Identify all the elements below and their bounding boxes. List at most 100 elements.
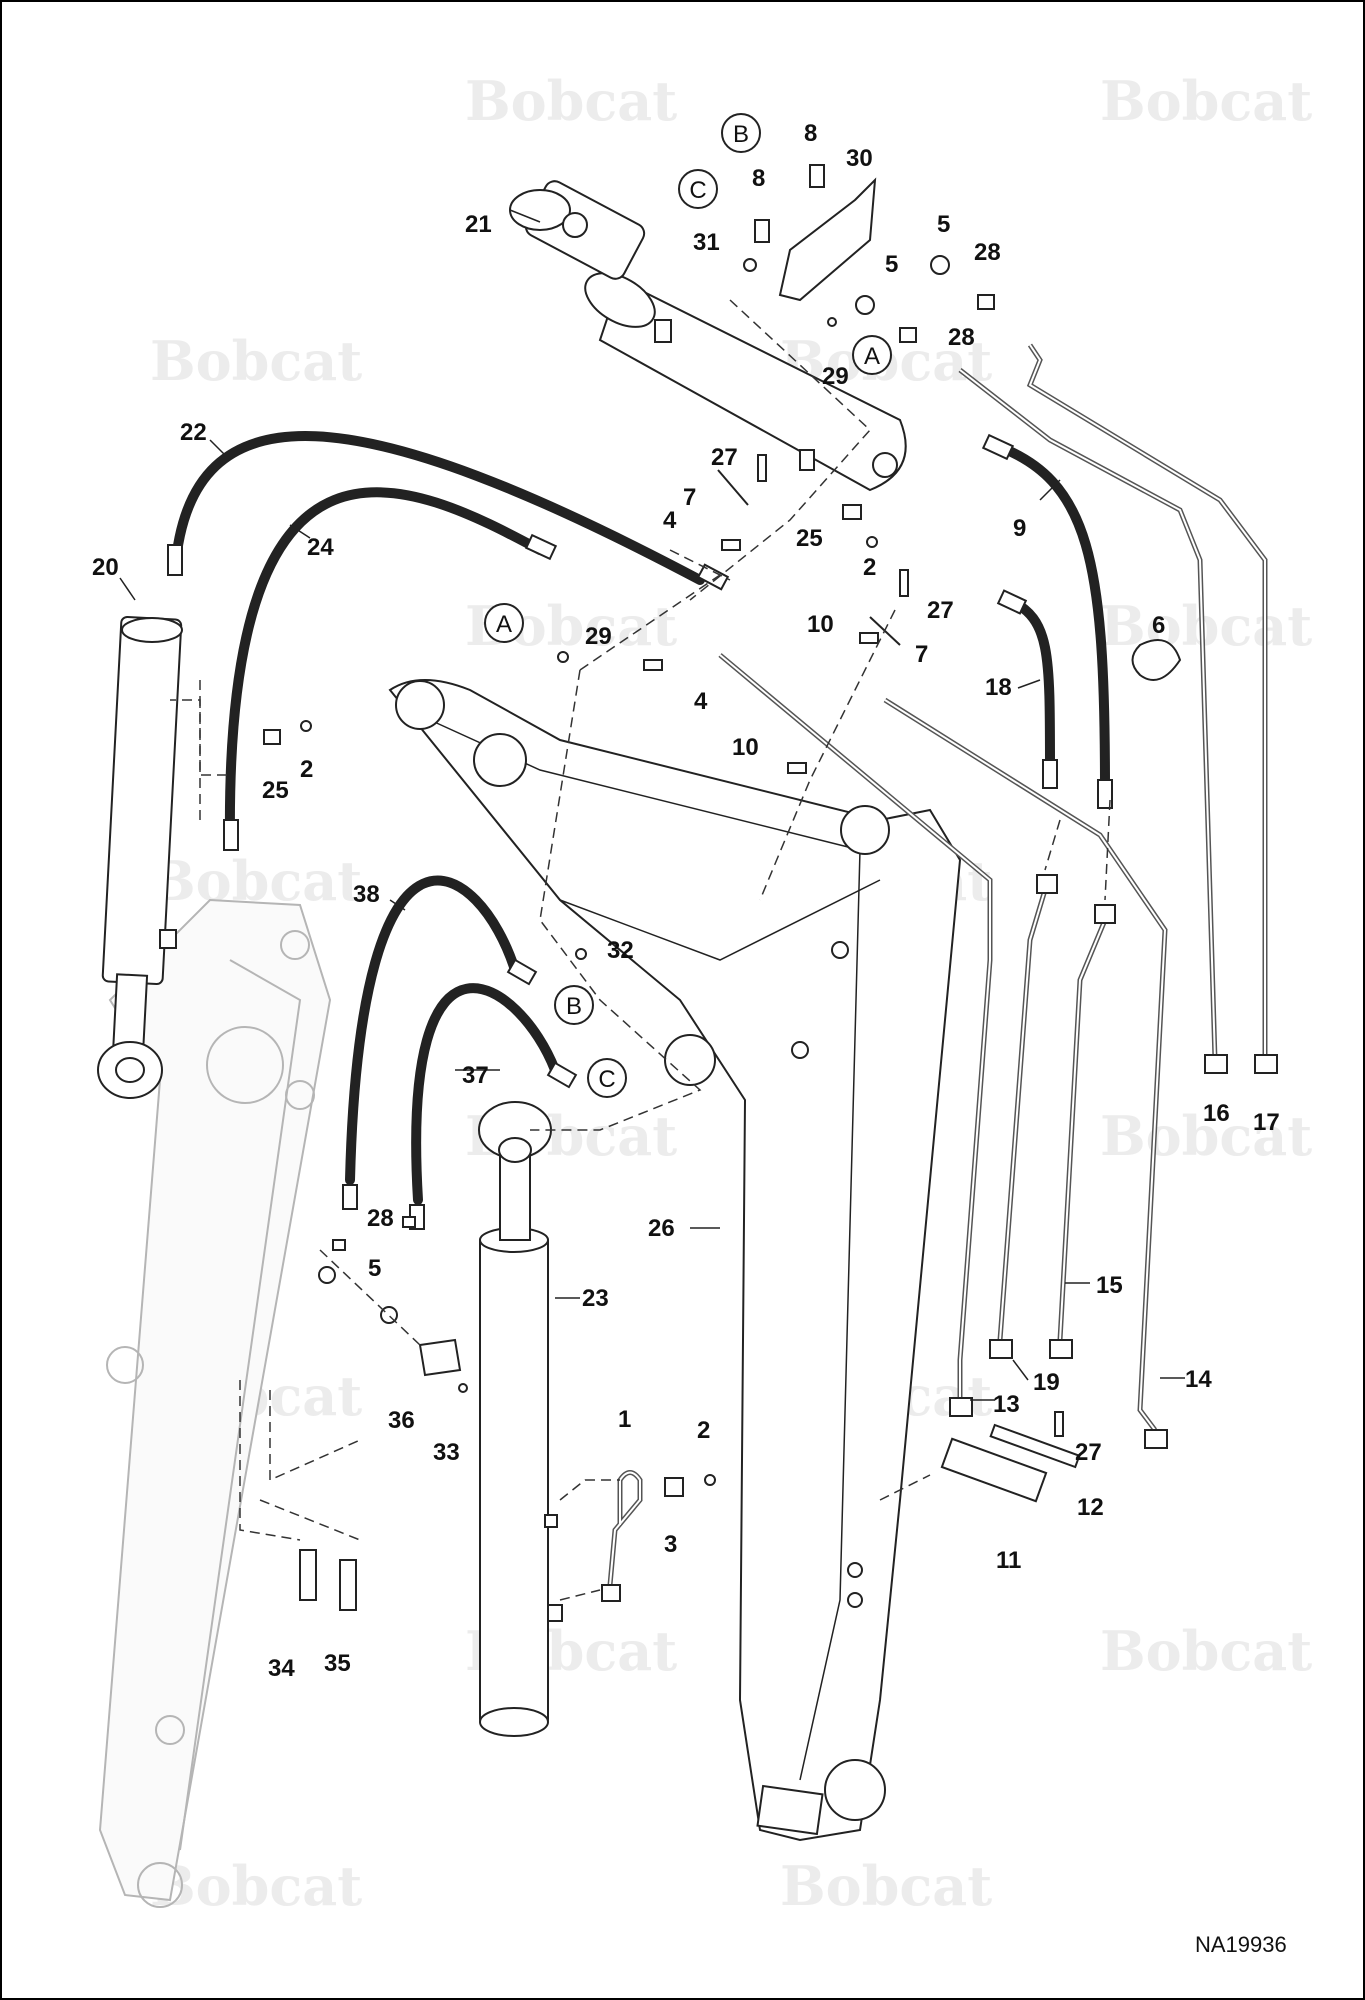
ball-31 bbox=[743, 258, 757, 272]
oring-5-b bbox=[855, 295, 875, 315]
nut-28-c1 bbox=[332, 1239, 346, 1251]
callout-21: 21 bbox=[465, 211, 492, 238]
callout-12: 12 bbox=[1077, 1494, 1104, 1521]
callout-38: 38 bbox=[353, 881, 380, 908]
watermark-row-1: Bobcat Bobcat bbox=[465, 69, 1312, 133]
watermark-row-7: Bobcat Bobcat bbox=[465, 1619, 1312, 1683]
callout-9: 9 bbox=[1013, 515, 1026, 542]
callout-18: 18 bbox=[985, 674, 1012, 701]
callout-27: 27 bbox=[1075, 1439, 1102, 1466]
callout-11: 11 bbox=[996, 1547, 1021, 1574]
callout-23: 23 bbox=[582, 1285, 609, 1312]
callout-28: 28 bbox=[974, 239, 1001, 266]
boom-cylinder-20 bbox=[97, 615, 183, 1099]
callout-28: 28 bbox=[367, 1205, 394, 1232]
leader-lines bbox=[119, 209, 1185, 1401]
bucket-cylinder-23 bbox=[478, 1101, 563, 1737]
clamp-4-a bbox=[721, 539, 741, 551]
callout-2: 2 bbox=[863, 554, 876, 581]
washer-29-top bbox=[827, 317, 837, 327]
hose-38 bbox=[342, 875, 538, 1210]
callout-24: 24 bbox=[307, 534, 334, 561]
callout-27: 27 bbox=[711, 444, 738, 471]
callout-19: 19 bbox=[1033, 1369, 1060, 1396]
fitting-8-c bbox=[754, 219, 770, 243]
bolt-2-b bbox=[300, 720, 312, 732]
bolt-27-a bbox=[757, 454, 767, 482]
boom-26 bbox=[388, 679, 962, 1842]
bolt-27-b bbox=[899, 569, 909, 597]
washer-32 bbox=[575, 948, 587, 960]
watermark-text: Bobcat bbox=[150, 1854, 362, 1918]
callout-25: 25 bbox=[796, 525, 823, 552]
callout-8: 8 bbox=[752, 165, 765, 192]
callout-3: 3 bbox=[664, 1531, 677, 1558]
tube-19 bbox=[989, 874, 1058, 1359]
callout-27: 27 bbox=[927, 597, 954, 624]
washer-29-left bbox=[557, 651, 569, 663]
tube-13 bbox=[718, 653, 993, 1417]
clamp-4-b bbox=[643, 659, 663, 671]
callout-4: 4 bbox=[694, 688, 708, 715]
hose-9 bbox=[981, 433, 1113, 809]
fitting-35 bbox=[339, 1559, 357, 1611]
callout-13: 13 bbox=[993, 1391, 1020, 1418]
callout-26: 26 bbox=[648, 1215, 675, 1242]
svg-text:B: B bbox=[733, 121, 749, 148]
connection-ref-b: B bbox=[554, 985, 594, 1025]
connection-refs: B C A A B C bbox=[484, 113, 892, 1098]
callout-16: 16 bbox=[1203, 1100, 1230, 1127]
clip-6 bbox=[1131, 639, 1182, 681]
callout-29: 29 bbox=[585, 623, 612, 650]
watermark-text: Bobcat bbox=[465, 69, 677, 133]
bolt-33 bbox=[458, 1383, 468, 1393]
clamp-7-a bbox=[717, 469, 749, 506]
clamp-10-b bbox=[787, 762, 807, 774]
callout-17: 17 bbox=[1253, 1109, 1280, 1136]
callout-37: 37 bbox=[462, 1062, 489, 1089]
svg-text:B: B bbox=[566, 993, 582, 1020]
drawing-number: NA19936 bbox=[1195, 1932, 1287, 1957]
nut-28-c2 bbox=[402, 1216, 416, 1228]
hose-24 bbox=[223, 487, 558, 851]
callout-8: 8 bbox=[804, 120, 817, 147]
tube-1 bbox=[601, 1470, 643, 1602]
connection-ref-c: C bbox=[587, 1058, 627, 1098]
tube-15 bbox=[1049, 904, 1116, 1359]
svg-text:C: C bbox=[598, 1066, 615, 1093]
callout-14: 14 bbox=[1185, 1366, 1212, 1393]
callout-2: 2 bbox=[300, 756, 313, 783]
callout-28: 28 bbox=[948, 324, 975, 351]
callout-10: 10 bbox=[732, 734, 759, 761]
callout-35: 35 bbox=[324, 1650, 351, 1677]
callout-10: 10 bbox=[807, 611, 834, 638]
callout-36: 36 bbox=[388, 1407, 415, 1434]
bolt-2-a bbox=[866, 536, 878, 548]
clamp-25-a bbox=[842, 504, 862, 520]
svg-text:A: A bbox=[496, 611, 512, 638]
callout-6: 6 bbox=[1152, 612, 1165, 639]
watermark-text: Bobcat bbox=[1100, 69, 1312, 133]
clamp-3 bbox=[664, 1477, 684, 1497]
hose-18 bbox=[996, 589, 1058, 789]
bracket-30 bbox=[778, 177, 877, 302]
callout-2: 2 bbox=[697, 1417, 710, 1444]
bolt-27-c bbox=[1054, 1411, 1064, 1437]
bolt-2-c bbox=[704, 1474, 716, 1486]
tube-17 bbox=[1026, 343, 1278, 1074]
svg-text:C: C bbox=[689, 177, 706, 204]
clamp-block-11 bbox=[940, 1437, 1048, 1503]
tube-16 bbox=[958, 368, 1228, 1074]
assembly-guides bbox=[170, 299, 1111, 1601]
watermark-text: Bobcat bbox=[1100, 1619, 1312, 1683]
oring-5-c1 bbox=[318, 1266, 336, 1284]
callout-20: 20 bbox=[92, 554, 119, 581]
oring-5-a bbox=[930, 255, 950, 275]
fitting-8-b bbox=[809, 164, 825, 188]
watermark-text: Bobcat bbox=[150, 329, 362, 393]
watermark-text: Bobcat bbox=[1100, 594, 1312, 658]
callout-5: 5 bbox=[937, 211, 950, 238]
arm-cylinder-21 bbox=[509, 180, 907, 492]
